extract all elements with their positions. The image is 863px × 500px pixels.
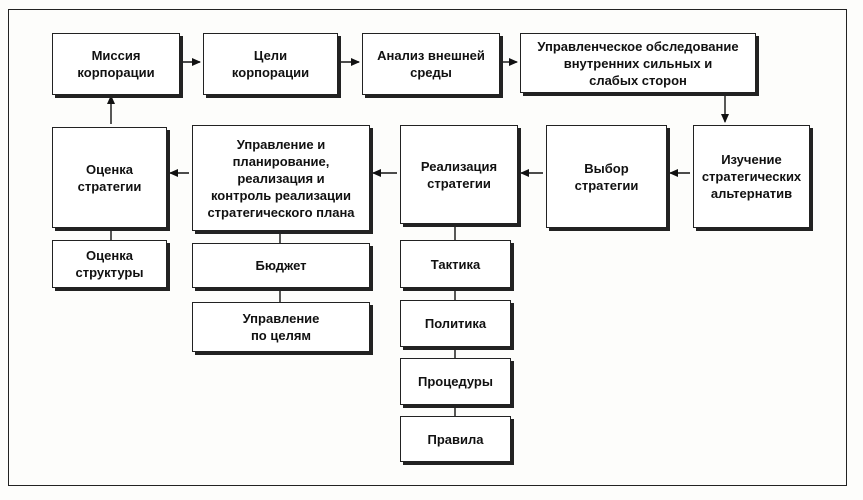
mbo-label: Управление по целям (242, 311, 320, 343)
strategy-choice-box: Выбор стратегии (546, 125, 667, 228)
budget-box: Бюджет (192, 243, 370, 288)
mbo-box: Управление по целям (192, 302, 370, 352)
external-analysis-box: Анализ внешней среды (362, 33, 500, 95)
alternatives-box: Изучение стратегических альтернатив (693, 125, 810, 228)
policy-box: Политика (400, 300, 511, 347)
rules-label: Правила (427, 431, 484, 447)
structure-evaluation-label: Оценка структуры (75, 248, 144, 280)
mission-box: Миссия корпорации (52, 33, 180, 95)
internal-review-label: Управленческое обследование внутренних с… (537, 38, 739, 88)
mission-label: Миссия корпорации (77, 48, 155, 80)
tactics-label: Тактика (430, 256, 481, 272)
internal-review-box: Управленческое обследование внутренних с… (520, 33, 756, 93)
diagram-frame (8, 9, 847, 486)
implementation-label: Реализация стратегии (420, 158, 498, 191)
evaluation-box: Оценка стратегии (52, 127, 167, 228)
implementation-box: Реализация стратегии (400, 125, 518, 224)
tactics-box: Тактика (400, 240, 511, 288)
goals-box: Цели корпорации (203, 33, 338, 95)
procedures-label: Процедуры (418, 374, 493, 389)
alternatives-label: Изучение стратегических альтернатив (701, 152, 802, 201)
evaluation-label: Оценка стратегии (77, 161, 142, 194)
strategy-choice-label: Выбор стратегии (574, 160, 639, 193)
external-analysis-label: Анализ внешней среды (377, 48, 485, 80)
goals-label: Цели корпорации (231, 48, 310, 80)
procedures-box: Процедуры (400, 358, 511, 405)
structure-evaluation-box: Оценка структуры (52, 240, 167, 288)
policy-label: Политика (424, 316, 487, 331)
management-label: Управление и планирование, реализация и … (207, 136, 355, 220)
management-box: Управление и планирование, реализация и … (192, 125, 370, 231)
budget-label: Бюджет (255, 258, 307, 273)
rules-box: Правила (400, 416, 511, 462)
